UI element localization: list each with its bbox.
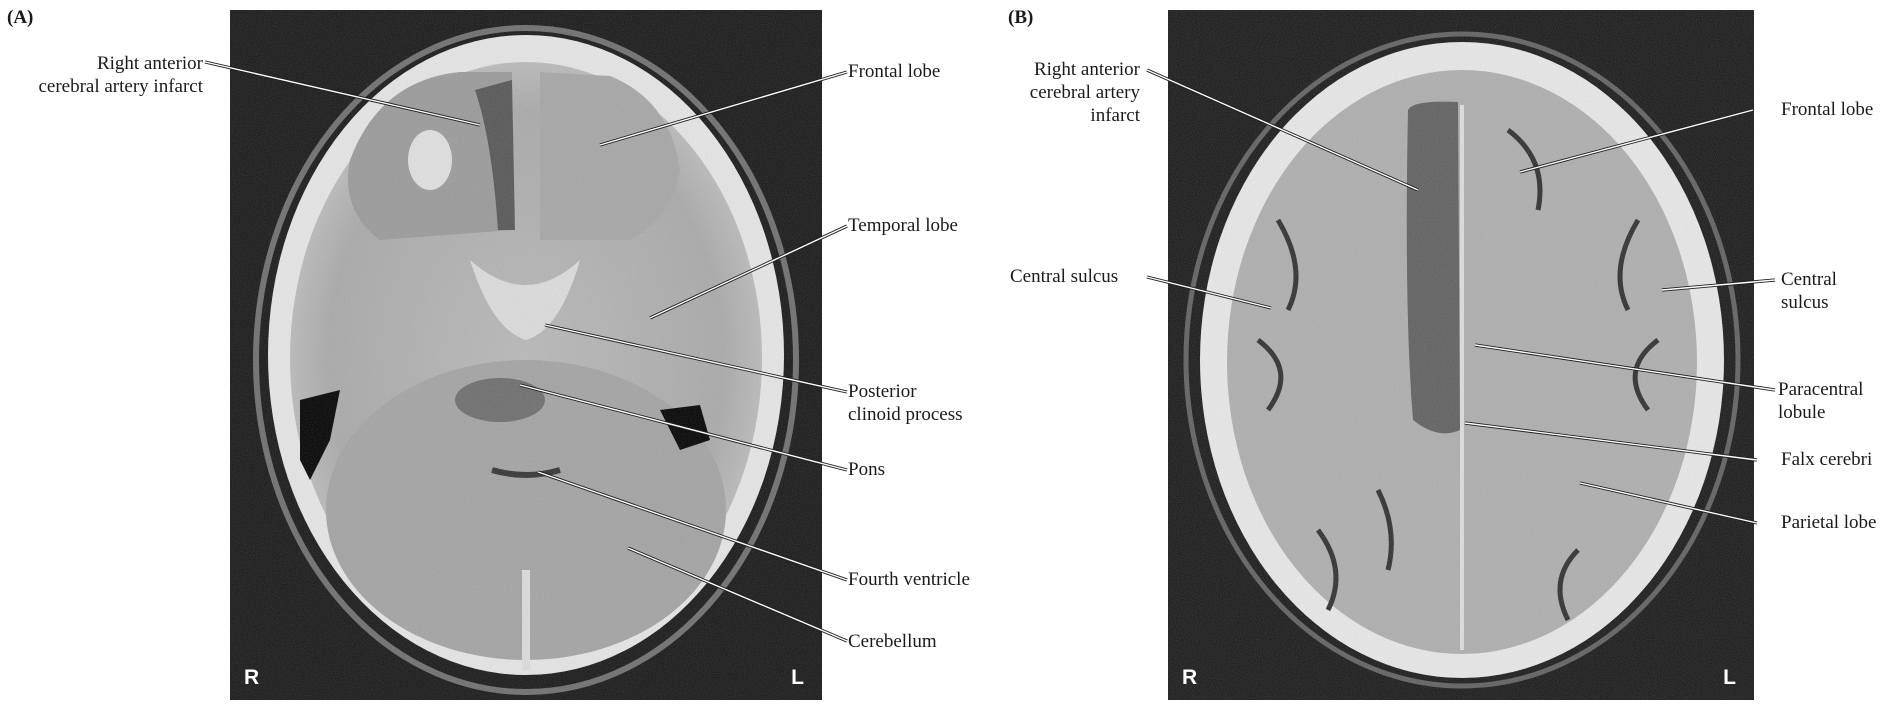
ct-scan-b: R L — [1168, 10, 1754, 700]
label-a-pons: Pons — [848, 459, 885, 480]
panel-a-letter: (A) — [7, 7, 34, 28]
orientation-right-a: R — [244, 666, 260, 689]
label-a-infarct: Right anterior cerebral artery infarct — [38, 53, 203, 97]
label-b-frontal-lobe: Frontal lobe — [1781, 99, 1874, 120]
label-b-paracentral-lobule: Paracentral lobule — [1778, 379, 1864, 423]
label-a-posterior-clinoid: Posterior clinoid process — [848, 381, 963, 425]
label-a-frontal-lobe: Frontal lobe — [848, 61, 941, 82]
ct-scan-a-image — [230, 10, 822, 700]
panel-b-letter: (B) — [1008, 7, 1034, 28]
label-b-parietal-lobe: Parietal lobe — [1781, 512, 1877, 533]
label-b-infarct: Right anterior cerebral artery infarct — [1029, 59, 1140, 126]
label-b-central-sulcus-left: Central sulcus — [1010, 266, 1119, 287]
orientation-left-b: L — [1723, 666, 1736, 689]
ct-scan-a: R L — [230, 10, 822, 700]
ct-scan-b-image — [1168, 10, 1754, 700]
label-b-falx-cerebri: Falx cerebri — [1781, 449, 1873, 470]
label-a-fourth-ventricle: Fourth ventricle — [848, 569, 970, 590]
orientation-left-a: L — [791, 666, 804, 689]
label-a-cerebellum: Cerebellum — [848, 631, 937, 652]
label-a-temporal-lobe: Temporal lobe — [848, 215, 958, 236]
label-b-central-sulcus-right: Central sulcus — [1781, 269, 1837, 313]
orientation-right-b: R — [1182, 666, 1198, 689]
